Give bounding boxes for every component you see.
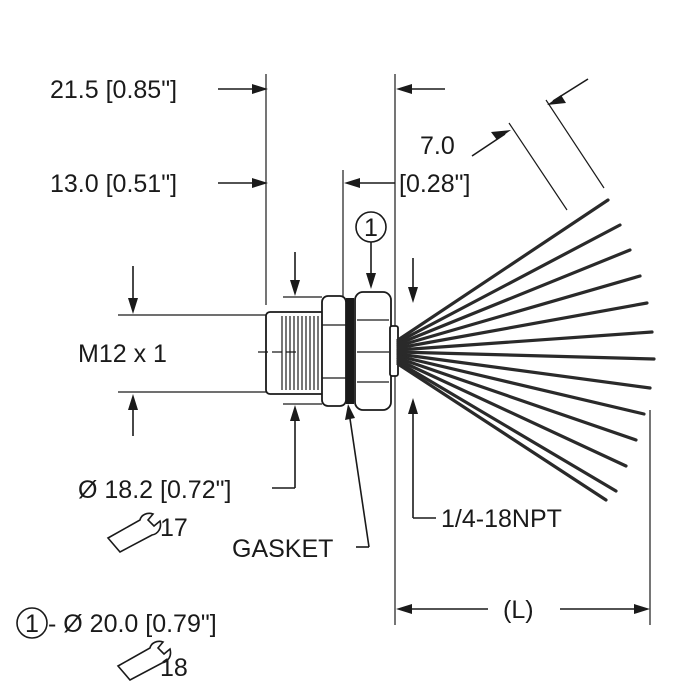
dim-21-5-label: 21.5 [0.85"] <box>50 76 177 104</box>
callout-number: 1 <box>364 214 378 242</box>
dia-18-2-label: Ø 18.2 [0.72"] <box>78 476 231 504</box>
gasket-label: GASKET <box>232 535 333 563</box>
dim-7-0-label: 7.0 <box>420 132 455 160</box>
wrench-17-label: 17 <box>160 514 188 542</box>
callout-1-icon: 1 <box>355 211 387 243</box>
dim-13-0-label: 13.0 [0.51"] <box>50 170 177 198</box>
thread-label: M12 x 1 <box>78 340 167 368</box>
wire-fan <box>396 198 656 502</box>
connector-body <box>258 291 399 411</box>
npt-label: 1/4-18NPT <box>441 505 562 533</box>
dim-0-28-label: [0.28"] <box>399 170 470 198</box>
wrench-icon <box>116 640 172 682</box>
wrench-18-label: 18 <box>160 654 188 682</box>
note-callout-icon: 1 <box>16 607 48 639</box>
wrench-icon <box>106 512 162 554</box>
note-number: 1 <box>25 610 39 638</box>
length-label: (L) <box>503 596 534 624</box>
note-dia-label: - Ø 20.0 [0.79"] <box>48 610 217 638</box>
